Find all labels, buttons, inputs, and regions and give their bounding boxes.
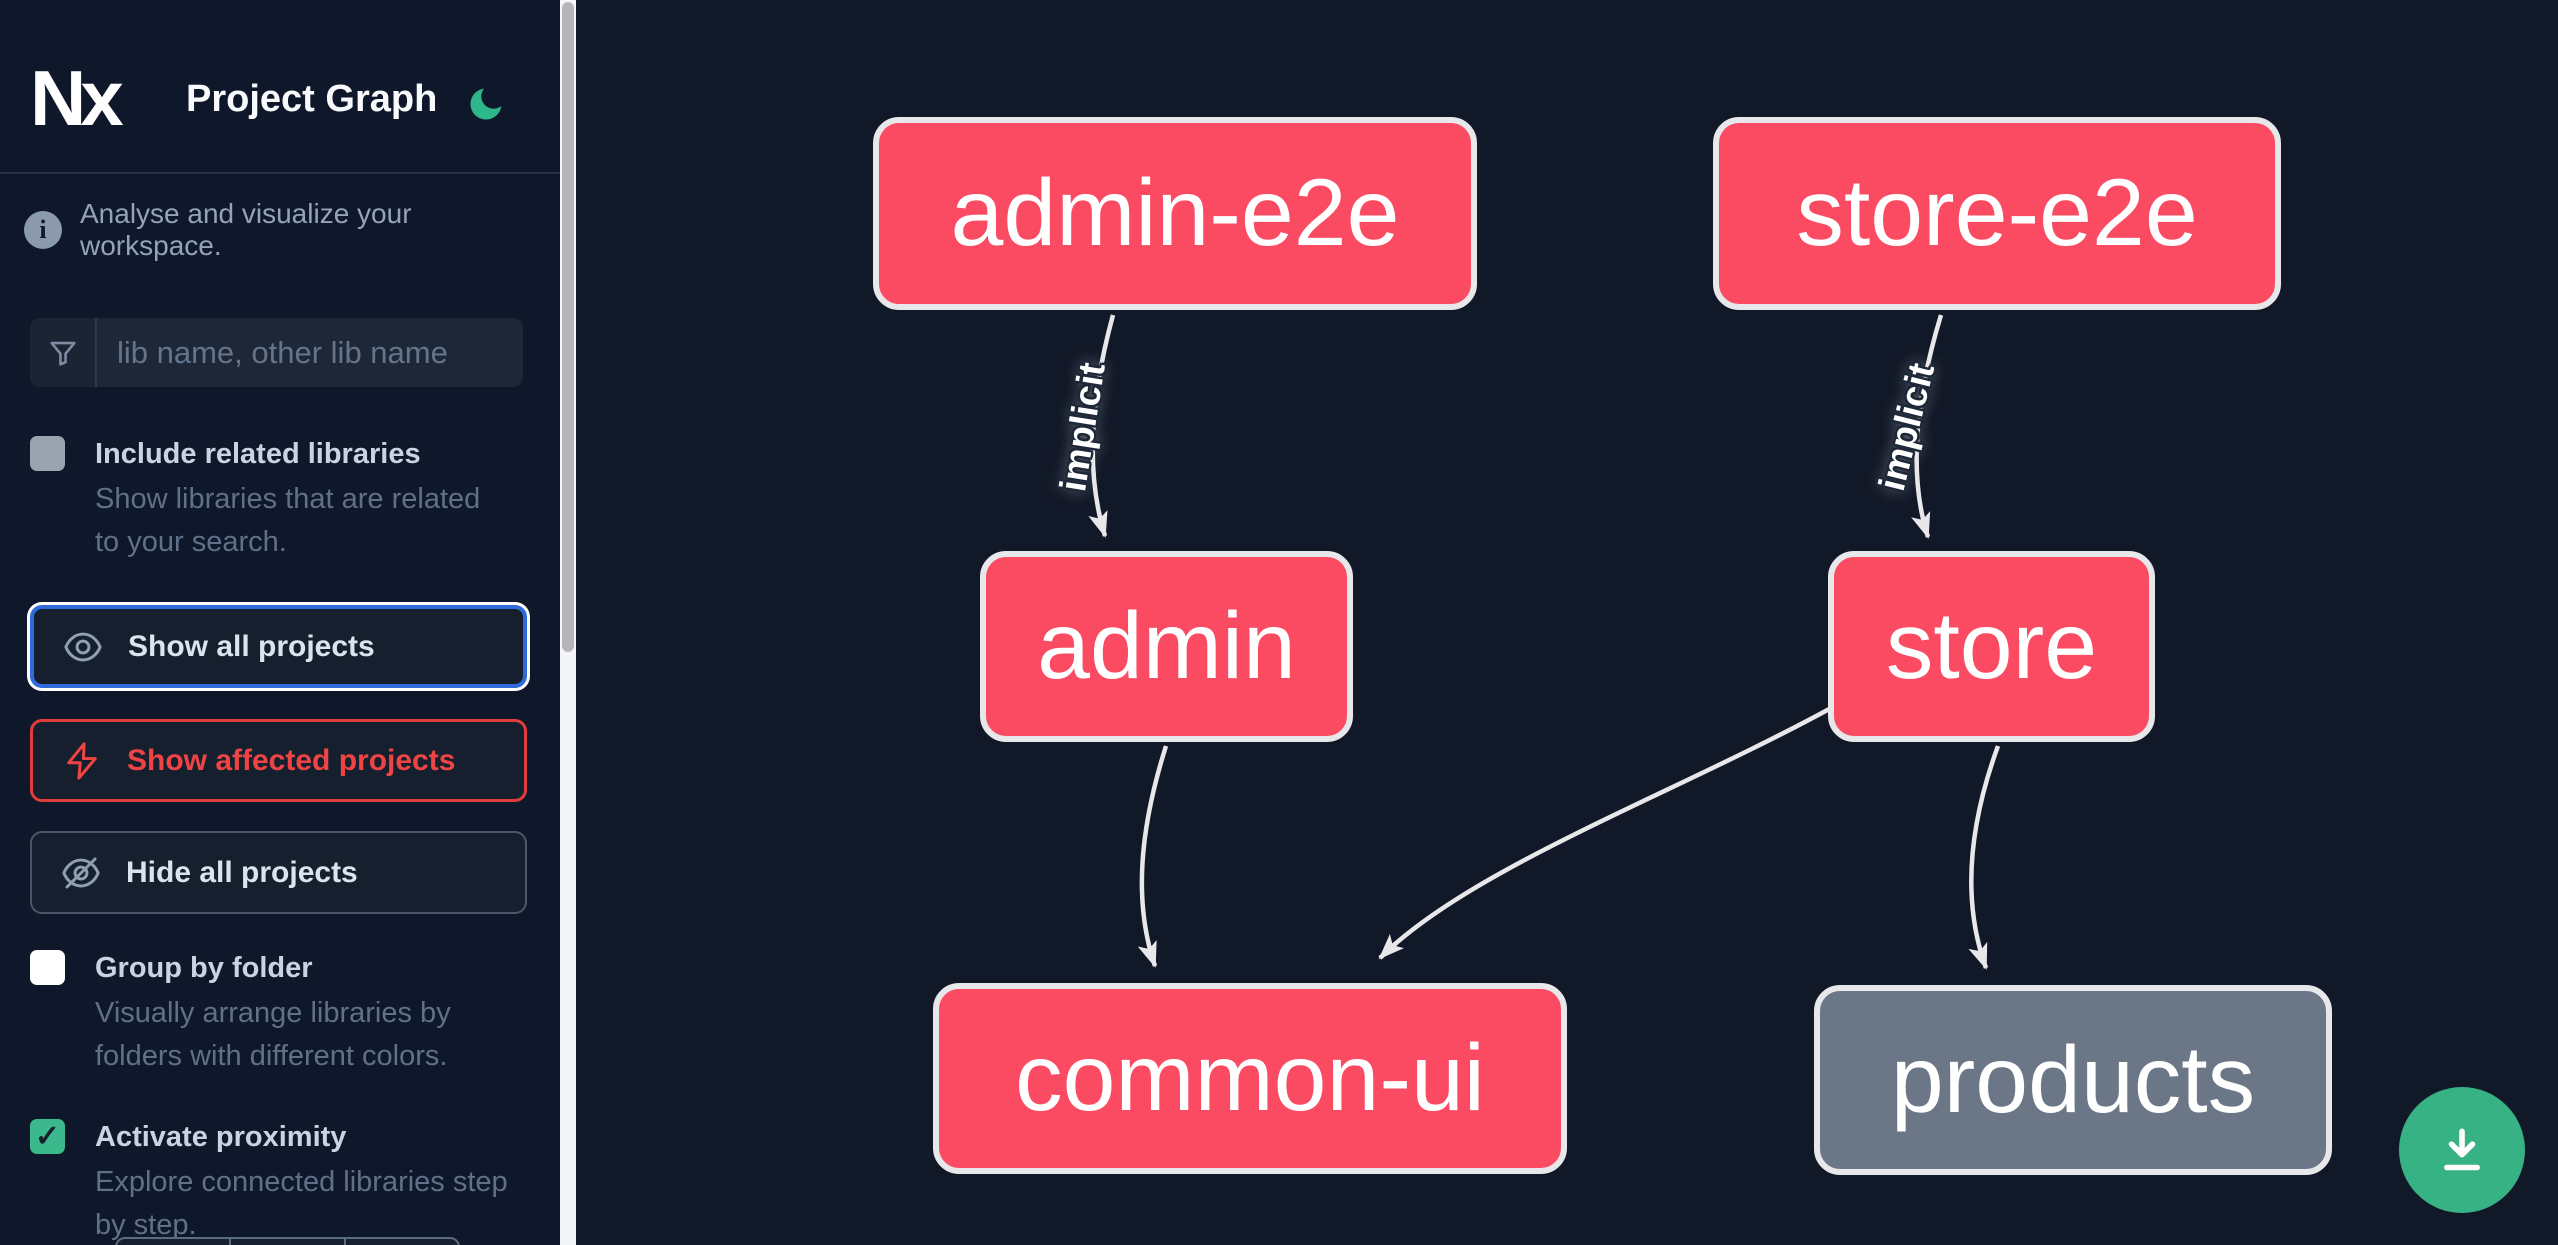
- toggle-description: Show libraries that are related to your …: [95, 483, 481, 558]
- activate-proximity-checkbox[interactable]: ✓: [30, 1119, 65, 1154]
- button-label: Show affected projects: [127, 743, 456, 777]
- graph-node-label: admin: [1037, 593, 1296, 699]
- moon-icon: [466, 84, 506, 124]
- eye-icon: [62, 626, 104, 668]
- eye-off-icon: [60, 852, 102, 894]
- graph-node-label: store-e2e: [1796, 160, 2198, 266]
- segment[interactable]: [346, 1239, 458, 1245]
- sidebar-scrollbar-thumb[interactable]: [562, 2, 574, 652]
- download-image-button[interactable]: [2399, 1087, 2525, 1213]
- toggle-activate-proximity: ✓ Activate proximity Explore connected l…: [30, 1117, 530, 1245]
- graph-node-label: store: [1885, 593, 2098, 699]
- sidebar-scrollbar-track: [560, 0, 576, 1245]
- toggle-label: Include related libraries: [95, 438, 421, 470]
- download-icon: [2434, 1122, 2490, 1178]
- graph-node-admin-e2e[interactable]: admin-e2e: [873, 117, 1477, 310]
- bottom-segmented-control[interactable]: [115, 1237, 460, 1245]
- intro-row: i Analyse and visualize your workspace.: [24, 198, 544, 262]
- sidebar-header: Nx Project Graph: [0, 0, 560, 172]
- checkmark-icon: ✓: [34, 1119, 61, 1153]
- header-divider: [0, 172, 560, 174]
- bolt-icon: [61, 740, 103, 782]
- graph-node-store-e2e[interactable]: store-e2e: [1713, 117, 2281, 310]
- theme-toggle-button[interactable]: [466, 84, 506, 124]
- sidebar: Nx Project Graph i Analyse and visualize…: [0, 0, 560, 1245]
- graph-node-admin[interactable]: admin: [980, 551, 1353, 742]
- graph-node-store[interactable]: store: [1828, 551, 2155, 742]
- toggle-include-related: Include related libraries Show libraries…: [30, 434, 530, 564]
- show-affected-projects-button[interactable]: Show affected projects: [30, 719, 527, 802]
- filter-icon-segment: [30, 318, 97, 387]
- intro-text: Analyse and visualize your workspace.: [80, 198, 412, 261]
- toggle-description: Visually arrange libraries by folders wi…: [95, 997, 451, 1072]
- button-label: Show all projects: [128, 629, 375, 663]
- hide-all-projects-button[interactable]: Hide all projects: [30, 831, 527, 914]
- button-label: Hide all projects: [126, 855, 358, 889]
- graph-node-label: products: [1890, 1026, 2256, 1133]
- toggle-group-by-folder: Group by folder Visually arrange librari…: [30, 948, 530, 1078]
- nx-logo: Nx: [30, 54, 124, 142]
- group-by-folder-checkbox[interactable]: [30, 950, 65, 985]
- graph-node-label: common-ui: [1015, 1025, 1485, 1131]
- toggle-label: Group by folder: [95, 952, 313, 984]
- graph-node-common-ui[interactable]: common-ui: [933, 983, 1567, 1174]
- graph-node-label: admin-e2e: [950, 160, 1400, 266]
- filter-box: [30, 318, 523, 387]
- toggle-description: Explore connected libraries step by step…: [95, 1166, 508, 1241]
- toggle-label: Activate proximity: [95, 1121, 347, 1153]
- include-related-checkbox[interactable]: [30, 436, 65, 471]
- show-all-projects-button[interactable]: Show all projects: [30, 605, 527, 688]
- segment[interactable]: [231, 1239, 346, 1245]
- page-title: Project Graph: [186, 78, 438, 120]
- segment[interactable]: [117, 1239, 232, 1245]
- funnel-icon: [46, 336, 80, 370]
- filter-input[interactable]: [97, 318, 523, 387]
- graph-node-products[interactable]: products: [1814, 985, 2332, 1175]
- info-icon: i: [24, 211, 62, 249]
